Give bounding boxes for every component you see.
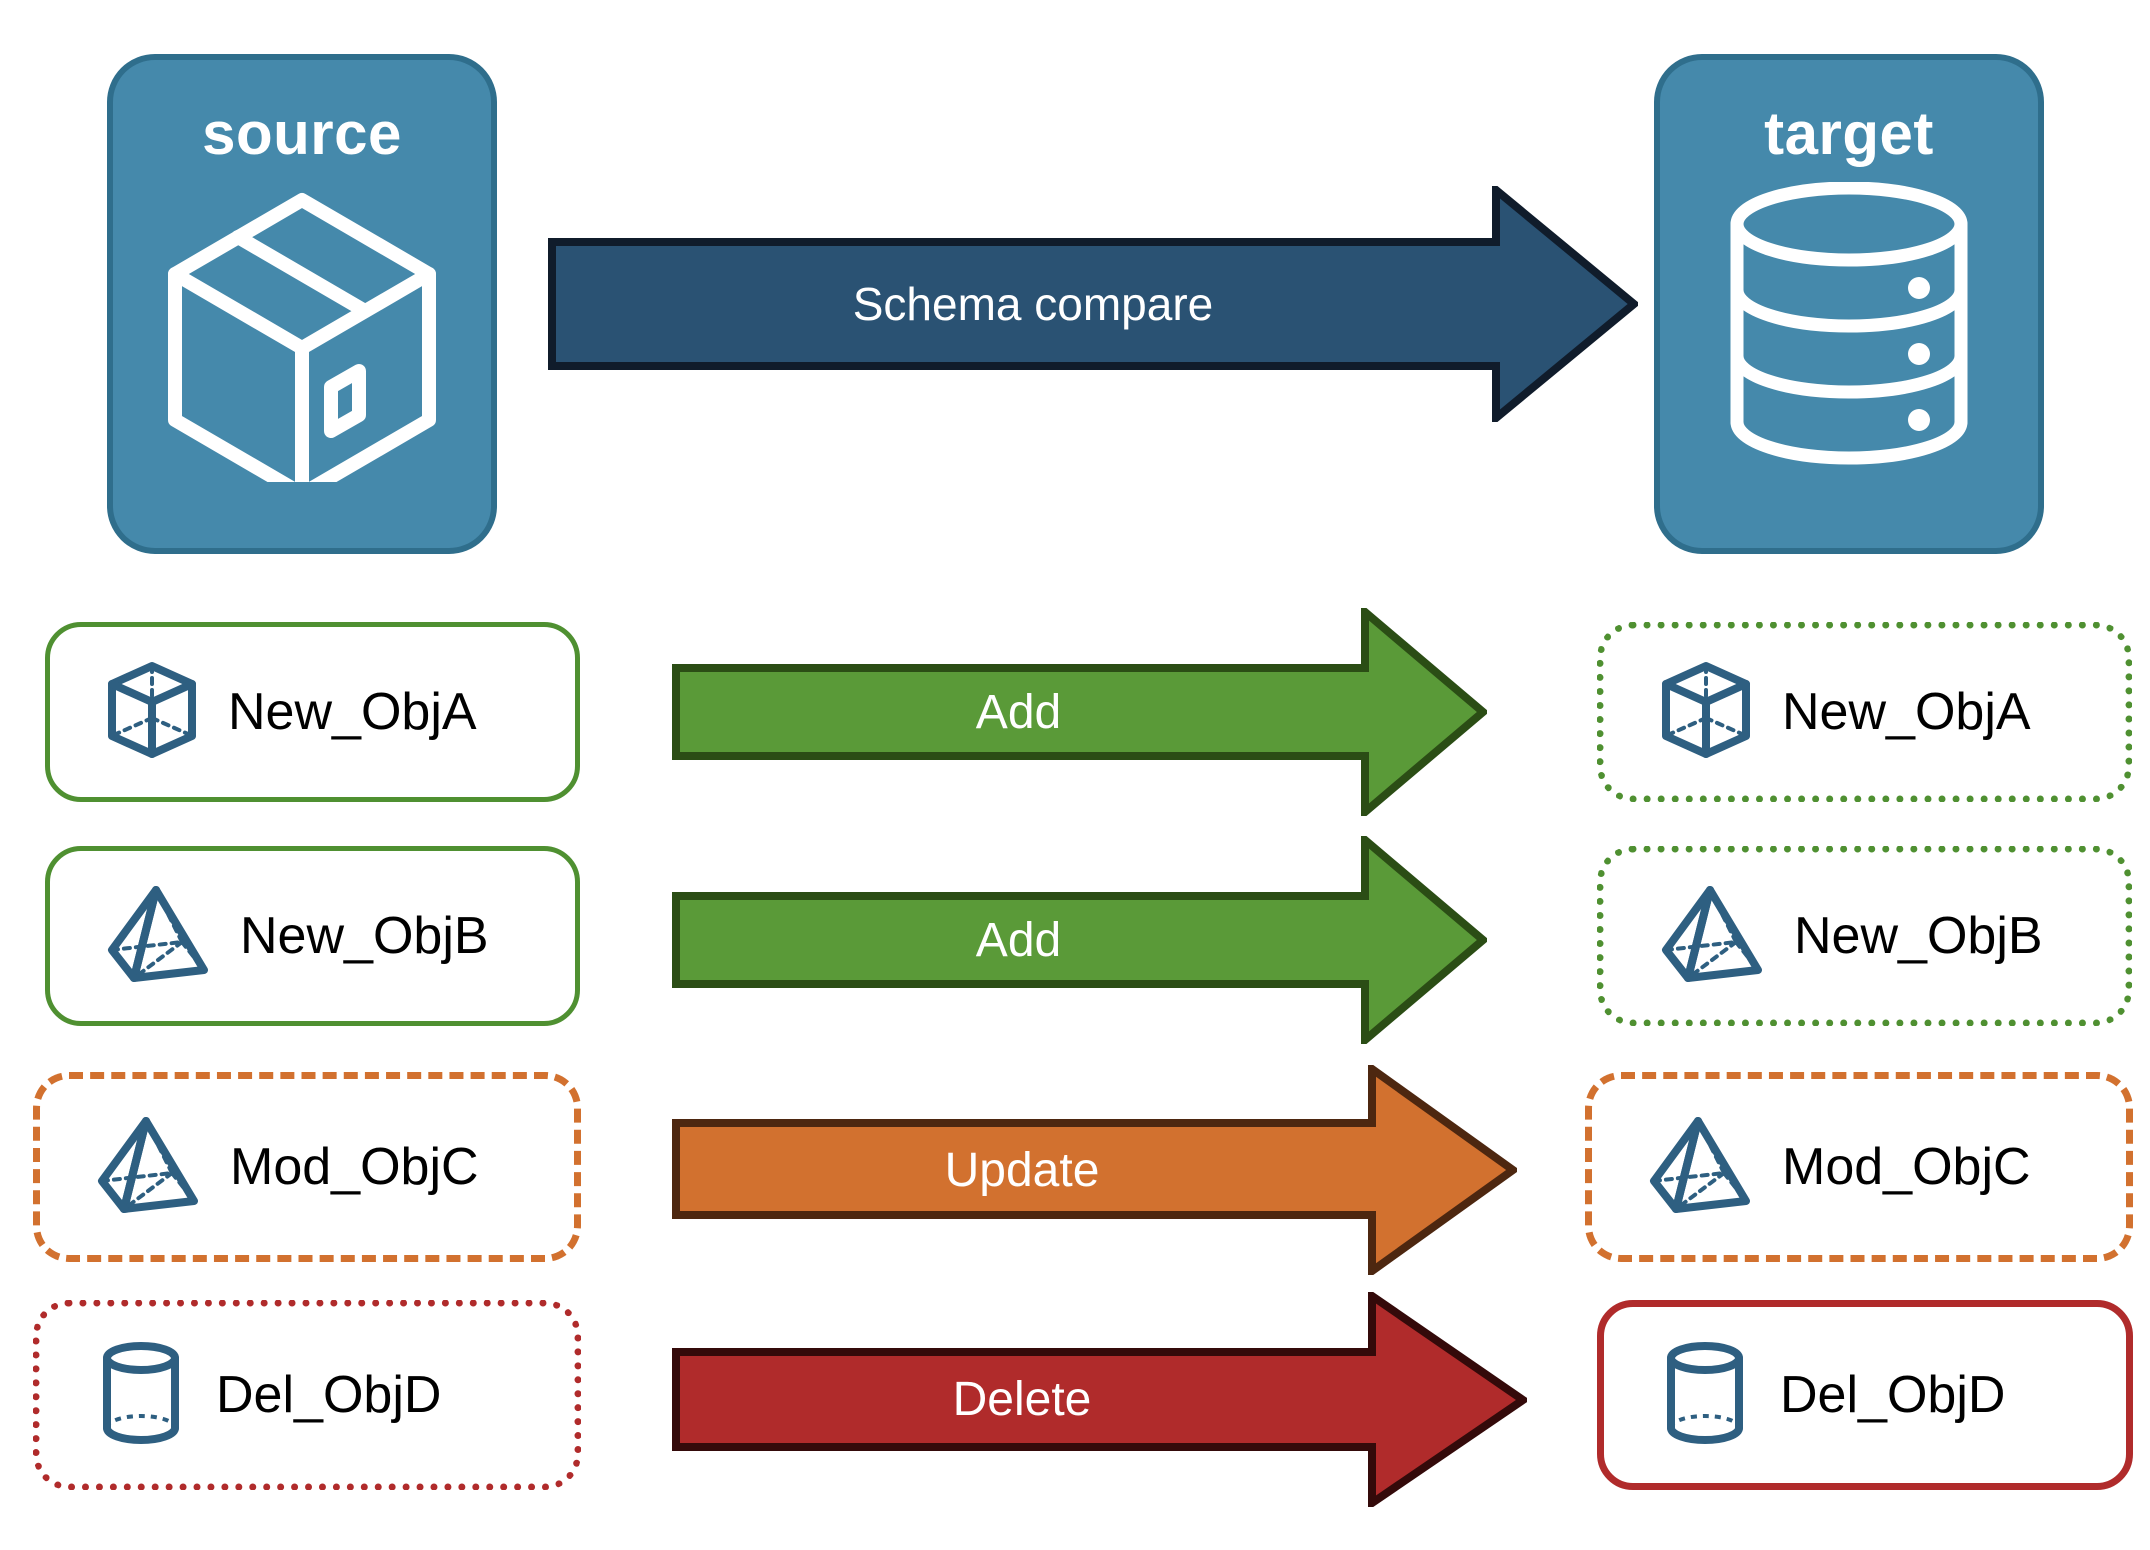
right-arrow-icon (672, 1288, 1531, 1511)
package-box-icon (157, 182, 447, 501)
wireframe-pyramid-icon (1648, 1115, 1752, 1220)
source-object-label-row-2: Mod_ObjC (230, 1138, 479, 1196)
schema-compare-arrow: Schema compare (548, 181, 1641, 427)
wireframe-pyramid-icon (1660, 884, 1764, 989)
target-endpoint-card: target (1654, 54, 2044, 554)
source-object-card-row-2[interactable]: Mod_ObjC (33, 1072, 581, 1262)
source-object-label-row-0: New_ObjA (228, 683, 477, 741)
source-endpoint-card: source (107, 54, 497, 554)
target-object-card-row-1[interactable]: New_ObjB (1597, 846, 2132, 1026)
target-object-label-row-0: New_ObjA (1782, 683, 2031, 741)
target-object-card-row-3[interactable]: Del_ObjD (1597, 1300, 2133, 1490)
target-endpoint-title: target (1764, 100, 1934, 167)
wireframe-cylinder-icon (1660, 1340, 1750, 1451)
wireframe-cylinder-icon (96, 1340, 186, 1451)
wireframe-cube-icon (1660, 660, 1752, 765)
right-arrow-icon (672, 831, 1490, 1049)
target-object-card-row-2[interactable]: Mod_ObjC (1585, 1072, 2133, 1262)
target-object-label-row-1: New_ObjB (1794, 907, 2043, 965)
right-arrow-icon (548, 181, 1641, 427)
right-arrow-icon (672, 603, 1490, 821)
action-arrow-row-1: Add (672, 831, 1490, 1049)
source-endpoint-title: source (202, 100, 402, 167)
source-object-card-row-3[interactable]: Del_ObjD (33, 1300, 581, 1490)
source-object-card-row-0[interactable]: New_ObjA (45, 622, 580, 802)
action-arrow-row-0: Add (672, 603, 1490, 821)
source-object-label-row-3: Del_ObjD (216, 1366, 442, 1424)
source-object-card-row-1[interactable]: New_ObjB (45, 846, 580, 1026)
target-object-card-row-0[interactable]: New_ObjA (1597, 622, 2132, 802)
action-arrow-row-3: Delete (672, 1288, 1531, 1511)
source-object-label-row-1: New_ObjB (240, 907, 489, 965)
wireframe-pyramid-icon (96, 1115, 200, 1220)
target-object-label-row-3: Del_ObjD (1780, 1366, 2006, 1424)
action-arrow-row-2: Update (672, 1061, 1520, 1279)
wireframe-cube-icon (106, 660, 198, 765)
right-arrow-icon (672, 1061, 1520, 1279)
target-object-label-row-2: Mod_ObjC (1782, 1138, 2031, 1196)
database-cylinder-icon (1719, 181, 1979, 477)
wireframe-pyramid-icon (106, 884, 210, 989)
